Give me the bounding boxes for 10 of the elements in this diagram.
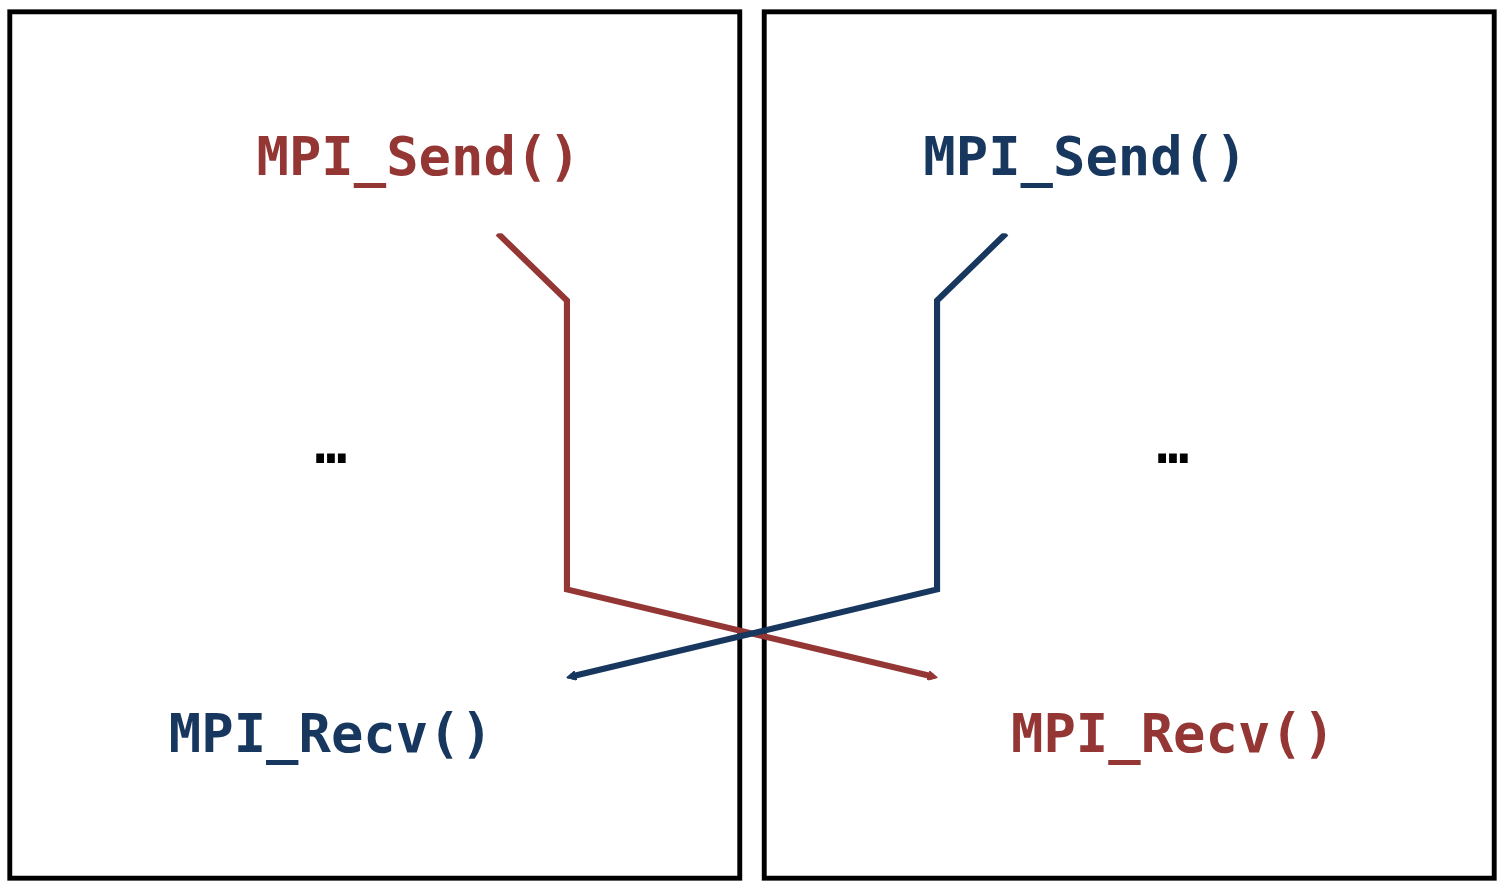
cluster [7,9,743,881]
node-text: … [1156,413,1190,476]
node-text: MPI_Send() [256,124,581,187]
arrow [565,231,1009,681]
arrow [495,231,939,681]
node-text: MPI_Recv() [1010,701,1336,765]
node-text: … [314,413,348,476]
cluster [761,9,1497,881]
node-text: MPI_Recv() [168,701,494,765]
node-text: MPI_Send() [923,124,1248,187]
